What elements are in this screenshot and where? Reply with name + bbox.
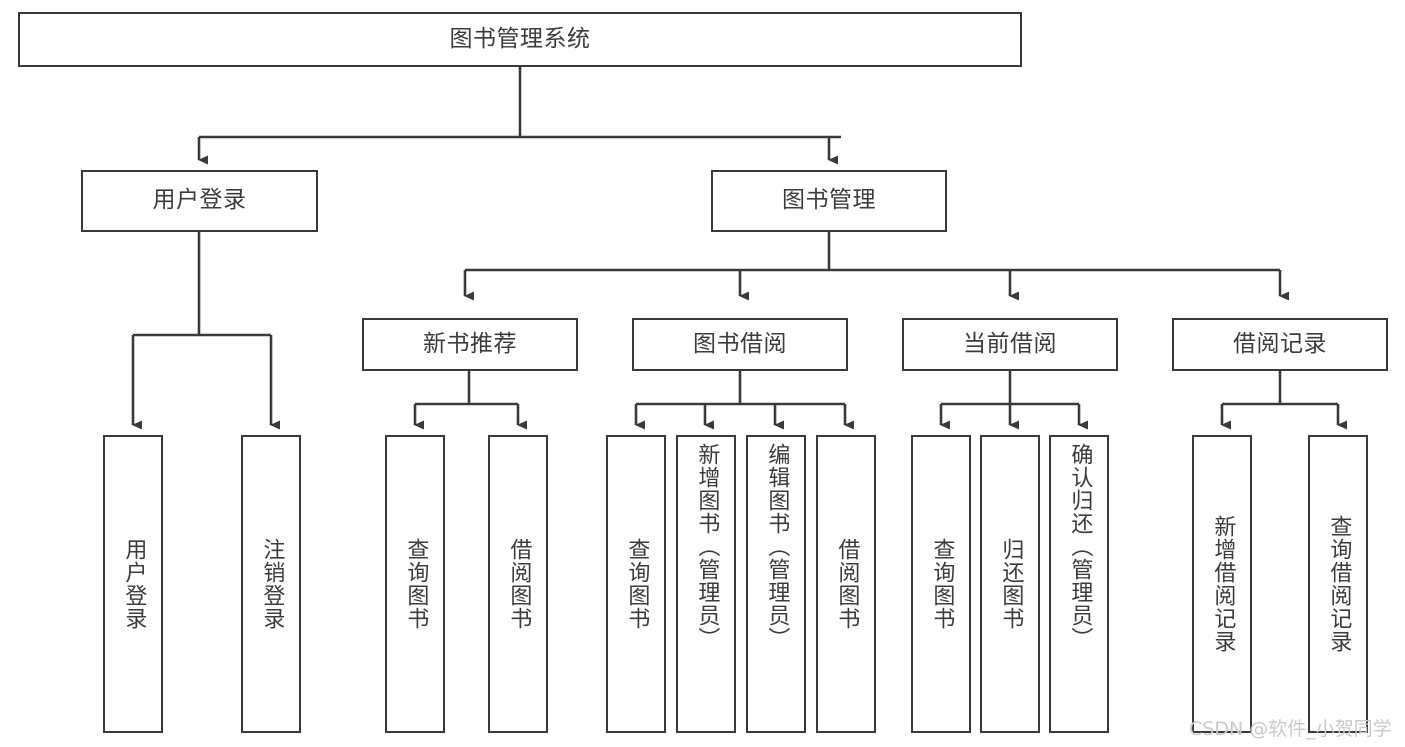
leaf-user-logout-label: 注销登录 bbox=[259, 538, 285, 630]
node-new-book-recommend-label: 新书推荐 bbox=[423, 330, 517, 357]
node-borrow-record[interactable]: 借阅记录 bbox=[1172, 318, 1388, 371]
node-root[interactable]: 图书管理系统 bbox=[18, 12, 1022, 67]
leaf-query-book-2[interactable]: 查询图书 bbox=[606, 435, 666, 733]
leaf-user-login[interactable]: 用户登录 bbox=[103, 435, 163, 733]
leaf-confirm-return-label: 确认归还（管理员） bbox=[1067, 443, 1093, 650]
node-book-manage[interactable]: 图书管理 bbox=[711, 170, 947, 232]
node-root-label: 图书管理系统 bbox=[449, 25, 591, 52]
leaf-query-book-3[interactable]: 查询图书 bbox=[911, 435, 971, 733]
leaf-return-book-label: 归还图书 bbox=[998, 538, 1024, 630]
leaf-user-logout[interactable]: 注销登录 bbox=[241, 435, 301, 733]
leaf-query-book-1[interactable]: 查询图书 bbox=[385, 435, 445, 733]
node-book-manage-label: 图书管理 bbox=[782, 187, 876, 214]
leaf-return-book[interactable]: 归还图书 bbox=[980, 435, 1040, 733]
node-book-borrow[interactable]: 图书借阅 bbox=[632, 318, 848, 371]
leaf-edit-book[interactable]: 编辑图书（管理员） bbox=[746, 435, 806, 733]
leaf-edit-book-label: 编辑图书（管理员） bbox=[764, 443, 790, 650]
node-borrow-record-label: 借阅记录 bbox=[1233, 330, 1327, 357]
node-current-borrow[interactable]: 当前借阅 bbox=[902, 318, 1118, 371]
leaf-user-login-label: 用户登录 bbox=[121, 538, 147, 630]
leaf-borrow-book-1[interactable]: 借阅图书 bbox=[488, 435, 548, 733]
leaf-confirm-return[interactable]: 确认归还（管理员） bbox=[1049, 435, 1109, 733]
leaf-borrow-book-1-label: 借阅图书 bbox=[506, 538, 532, 630]
leaf-borrow-book-2-label: 借阅图书 bbox=[834, 538, 860, 630]
leaf-add-book-label: 新增图书（管理员） bbox=[694, 443, 720, 650]
leaf-query-book-1-label: 查询图书 bbox=[403, 538, 429, 630]
leaf-query-record-label: 查询借阅记录 bbox=[1326, 515, 1352, 653]
leaf-add-record[interactable]: 新增借阅记录 bbox=[1192, 435, 1252, 733]
leaf-add-book[interactable]: 新增图书（管理员） bbox=[676, 435, 736, 733]
csdn-watermark: CSDN @软件_小贺同学 bbox=[1189, 718, 1392, 740]
node-new-book-recommend[interactable]: 新书推荐 bbox=[362, 318, 578, 371]
node-book-borrow-label: 图书借阅 bbox=[693, 330, 787, 357]
node-current-borrow-label: 当前借阅 bbox=[963, 330, 1057, 357]
leaf-query-book-3-label: 查询图书 bbox=[929, 538, 955, 630]
leaf-query-record[interactable]: 查询借阅记录 bbox=[1308, 435, 1368, 733]
node-user-login[interactable]: 用户登录 bbox=[81, 170, 318, 232]
node-user-login-label: 用户登录 bbox=[152, 187, 247, 214]
leaf-add-record-label: 新增借阅记录 bbox=[1210, 515, 1236, 653]
leaf-query-book-2-label: 查询图书 bbox=[624, 538, 650, 630]
leaf-borrow-book-2[interactable]: 借阅图书 bbox=[816, 435, 876, 733]
